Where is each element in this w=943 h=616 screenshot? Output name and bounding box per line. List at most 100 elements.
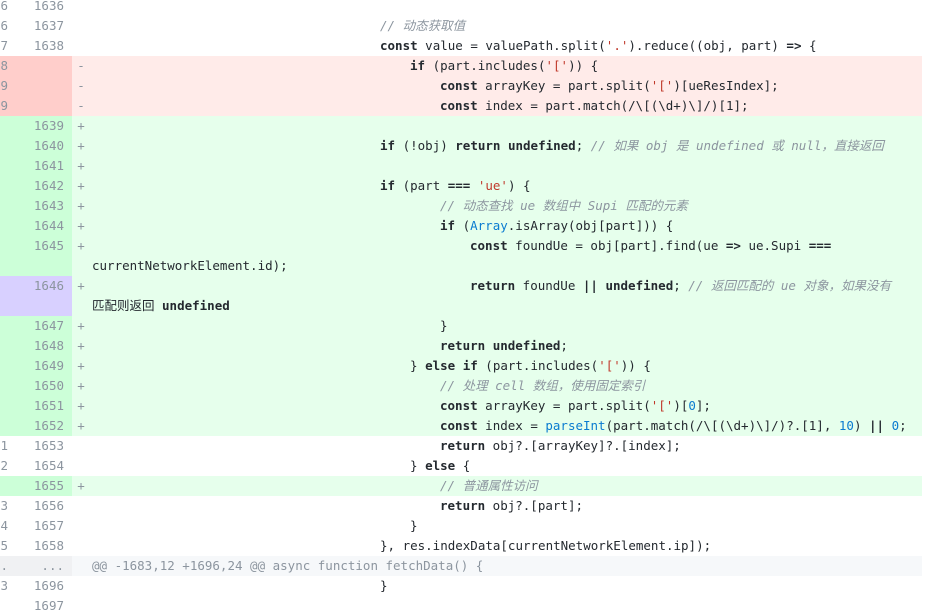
new-line-number[interactable]: 1657 <box>8 516 72 536</box>
scrollbar[interactable] <box>922 0 943 606</box>
new-line-number[interactable]: 1639 <box>8 116 72 136</box>
new-line-number[interactable]: 1646 <box>8 276 72 316</box>
new-line-number[interactable]: ... <box>8 556 72 576</box>
old-line-number[interactable]: 9 <box>0 76 8 96</box>
code-text: } <box>440 318 448 333</box>
old-line-number[interactable] <box>0 196 8 216</box>
old-line-number[interactable] <box>0 596 8 616</box>
old-line-number[interactable]: 8 <box>0 56 8 76</box>
diff-sign: + <box>77 478 85 493</box>
new-line-number[interactable]: 1658 <box>8 536 72 556</box>
new-line-number[interactable]: 1636 <box>8 0 72 16</box>
diff-line: 1651+const arrayKey = part.split('[')[0]… <box>0 396 922 416</box>
new-line-number[interactable]: 1647 <box>8 316 72 336</box>
new-line-number[interactable]: 1645 <box>8 236 72 276</box>
diff-sign: + <box>77 218 85 233</box>
old-line-number[interactable]: 6 <box>0 16 8 36</box>
new-line-number[interactable] <box>8 76 72 96</box>
new-line-number[interactable]: 1652 <box>8 416 72 436</box>
diff-line: 1640+if (!obj) return undefined; // 如果 o… <box>0 136 922 156</box>
code-text: const index = part.match(/\[(\d+)\]/)[1]… <box>440 98 749 113</box>
new-line-number[interactable]: 1650 <box>8 376 72 396</box>
new-line-number[interactable]: 1656 <box>8 496 72 516</box>
old-line-number[interactable] <box>0 116 8 136</box>
diff-line: 9-const arrayKey = part.split('[')[ueRes… <box>0 76 922 96</box>
old-line-number[interactable]: 3 <box>0 576 8 596</box>
code-text: } else { <box>410 458 471 473</box>
old-line-number[interactable] <box>0 476 8 496</box>
new-line-number[interactable]: 1648 <box>8 336 72 356</box>
new-line-number[interactable]: 1696 <box>8 576 72 596</box>
diff-sign <box>72 556 90 576</box>
new-line-number[interactable]: 1643 <box>8 196 72 216</box>
diff-line: 1639+ <box>0 116 922 136</box>
new-line-number[interactable]: 1641 <box>8 156 72 176</box>
new-line-number[interactable]: 1638 <box>8 36 72 56</box>
old-line-number[interactable]: 9 <box>0 96 8 116</box>
code-text: const arrayKey = part.split('[')[ueResIn… <box>440 78 779 93</box>
old-line-number[interactable]: 3 <box>0 496 8 516</box>
diff-line: 1652+const index = parseInt(part.match(/… <box>0 416 922 436</box>
old-line-number[interactable] <box>0 276 8 316</box>
old-line-number[interactable]: 7 <box>0 36 8 56</box>
code-text <box>90 0 922 16</box>
old-line-number[interactable] <box>0 396 8 416</box>
code-text: } else if (part.includes('[')) { <box>410 358 651 373</box>
code-text <box>90 116 922 136</box>
old-line-number[interactable] <box>0 336 8 356</box>
new-line-number[interactable]: 1637 <box>8 16 72 36</box>
diff-sign: + <box>77 138 85 153</box>
old-line-number[interactable] <box>0 156 8 176</box>
old-line-number[interactable] <box>0 376 8 396</box>
old-line-number[interactable] <box>0 316 8 336</box>
old-line-number[interactable]: . <box>0 556 8 576</box>
hunk-header[interactable]: ....@@ -1683,12 +1696,24 @@ async functi… <box>0 556 922 576</box>
old-line-number[interactable] <box>0 176 8 196</box>
old-line-number[interactable] <box>0 216 8 236</box>
new-line-number[interactable]: 1651 <box>8 396 72 416</box>
new-line-number[interactable]: 1649 <box>8 356 72 376</box>
new-line-number[interactable] <box>8 96 72 116</box>
diff-line: 1650+// 处理 cell 数组，使用固定索引 <box>0 376 922 396</box>
old-line-number[interactable]: 6 <box>0 0 8 16</box>
new-line-number[interactable]: 1644 <box>8 216 72 236</box>
old-line-number[interactable] <box>0 236 8 276</box>
new-line-number[interactable]: 1654 <box>8 456 72 476</box>
old-line-number[interactable]: 1 <box>0 436 8 456</box>
diff-line: 1643+// 动态查找 ue 数组中 Supi 匹配的元素 <box>0 196 922 216</box>
old-line-number[interactable]: 5 <box>0 536 8 556</box>
code-text: const arrayKey = part.split('[')[0]; <box>440 398 711 413</box>
code-text: }, res.indexData[currentNetworkElement.i… <box>380 538 712 553</box>
old-line-number[interactable]: 2 <box>0 456 8 476</box>
code-text: const index = parseInt(part.match(/\[(\d… <box>440 418 907 433</box>
diff-sign <box>72 16 90 36</box>
old-line-number[interactable] <box>0 416 8 436</box>
old-line-number[interactable] <box>0 356 8 376</box>
new-line-number[interactable]: 1642 <box>8 176 72 196</box>
diff-sign <box>72 496 90 516</box>
new-line-number[interactable]: 1653 <box>8 436 72 456</box>
old-line-number[interactable]: 4 <box>0 516 8 536</box>
new-line-number[interactable]: 1697 <box>8 596 72 616</box>
diff-sign: - <box>77 98 85 113</box>
new-line-number[interactable] <box>8 56 72 76</box>
diff-line: 1642+if (part === 'ue') { <box>0 176 922 196</box>
diff-line: 1655+// 普通属性访问 <box>0 476 922 496</box>
diff-sign <box>72 516 90 536</box>
diff-line: 1648+return undefined; <box>0 336 922 356</box>
diff-sign: - <box>77 58 85 73</box>
diff-sign: + <box>77 158 85 173</box>
new-line-number[interactable]: 1640 <box>8 136 72 156</box>
code-text: return obj?.[arrayKey]?.[index]; <box>440 438 681 453</box>
old-line-number[interactable] <box>0 136 8 156</box>
code-text: return foundUe || undefined; // 返回匹配的 ue… <box>92 278 891 313</box>
new-line-number[interactable]: 1655 <box>8 476 72 496</box>
